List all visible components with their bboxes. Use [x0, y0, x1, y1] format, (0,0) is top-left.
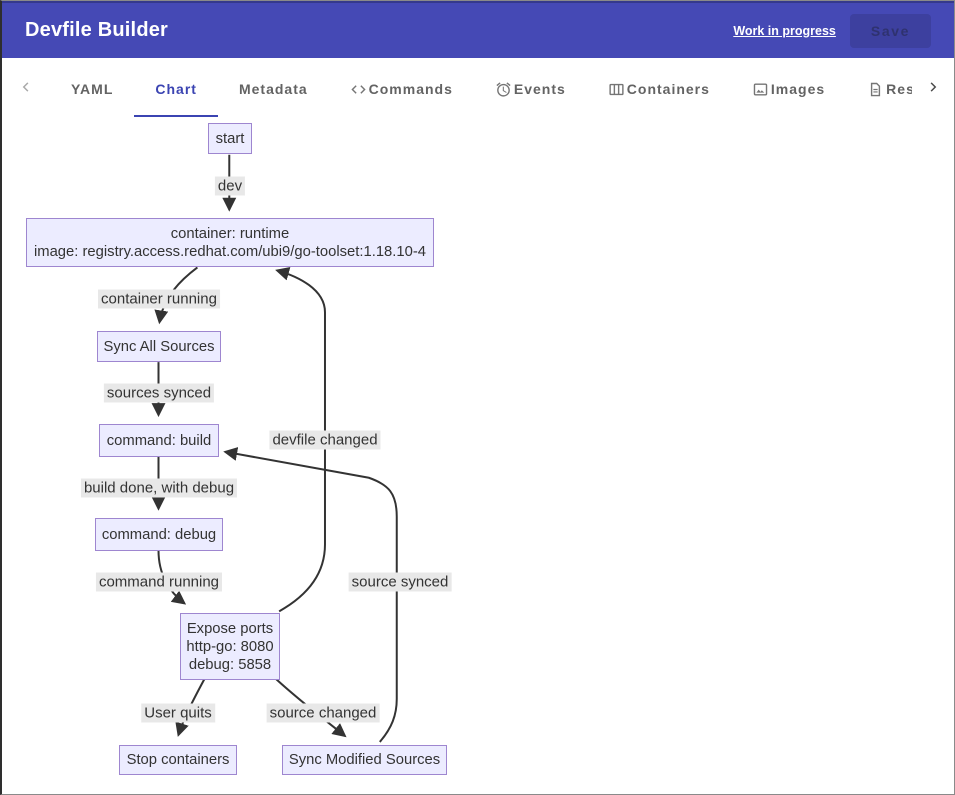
node-start: start: [208, 123, 252, 154]
tabs-scroll-left-button[interactable]: [2, 58, 50, 120]
debug-to-expose-edge-label: command running: [95, 572, 223, 592]
tab-metadata[interactable]: Metadata: [218, 58, 329, 120]
node-expose-line: debug: 5858: [188, 656, 272, 673]
node-debug: command: debug: [95, 518, 223, 551]
node-build: command: build: [99, 424, 219, 457]
tab-label: Chart: [155, 81, 197, 97]
node-debug-line: command: debug: [101, 526, 217, 543]
tab-label: Metadata: [238, 81, 308, 97]
tab-label: Events: [513, 81, 566, 97]
tab-events[interactable]: Events: [474, 58, 587, 120]
tab-label: Images: [770, 81, 826, 97]
columns-icon: [608, 81, 625, 98]
node-sync-all: Sync All Sources: [97, 331, 221, 362]
image-icon: [752, 81, 769, 98]
tab-label: Containers: [626, 81, 710, 97]
expose-to-container-edge-label: devfile changed: [269, 430, 381, 450]
code-icon: [350, 81, 367, 98]
syncall-to-build-edge-label: sources synced: [103, 383, 215, 403]
expose-to-syncmod-edge-label: source changed: [266, 703, 380, 723]
node-build-line: command: build: [106, 432, 212, 449]
document-icon: [867, 81, 884, 98]
tabs-viewport: YAML Chart Metadata Commands Events Container…: [50, 58, 912, 120]
app-header: Devfile Builder Work in progress Save: [2, 1, 954, 58]
start-to-container-edge-label: dev: [214, 176, 246, 196]
alarm-icon: [495, 81, 512, 98]
chevron-left-icon: [17, 78, 35, 101]
node-stop: Stop containers: [119, 745, 237, 775]
expose-to-stop-edge-label: User quits: [141, 703, 215, 723]
expose-to-container-edge: [275, 266, 326, 613]
tab-label: Commands: [368, 81, 453, 97]
node-sync-all-line: Sync All Sources: [103, 338, 215, 355]
tab-bar: YAML Chart Metadata Commands Events Container…: [2, 58, 954, 120]
node-container-line: container: runtime: [170, 225, 290, 242]
node-expose-line: Expose ports: [186, 620, 274, 637]
node-container-line: image: registry.access.redhat.com/ubi9/g…: [33, 243, 427, 260]
tab-chart[interactable]: Chart: [134, 58, 218, 120]
tab-label: Resources: [886, 81, 912, 97]
tab-commands[interactable]: Commands: [329, 58, 474, 120]
tab-yaml[interactable]: YAML: [50, 58, 134, 120]
node-stop-line: Stop containers: [126, 752, 230, 768]
chevron-right-icon: [924, 78, 942, 101]
tab-label: YAML: [71, 81, 114, 97]
tab-containers[interactable]: Containers: [587, 58, 731, 120]
node-start-line: start: [215, 130, 245, 147]
work-in-progress-link[interactable]: Work in progress: [733, 23, 836, 38]
build-to-debug-edge-label: build done, with debug: [80, 478, 238, 498]
container-to-syncall-edge-label: container running: [98, 289, 220, 309]
header-actions: Work in progress Save: [733, 13, 931, 48]
tab-images[interactable]: Images: [731, 58, 846, 120]
page-title: Devfile Builder: [25, 19, 169, 41]
node-expose-line: http-go: 8080: [186, 638, 274, 655]
node-sync-mod-line: Sync Modified Sources: [288, 752, 441, 768]
syncmod-to-build-edge-label: source synced: [348, 572, 452, 592]
tabs-scroll-right-button[interactable]: [912, 58, 954, 120]
node-sync-mod: Sync Modified Sources: [282, 745, 447, 775]
tab-resources[interactable]: Resources: [846, 58, 912, 120]
syncmod-to-build-edge: [223, 447, 398, 743]
save-button[interactable]: Save: [849, 13, 931, 48]
